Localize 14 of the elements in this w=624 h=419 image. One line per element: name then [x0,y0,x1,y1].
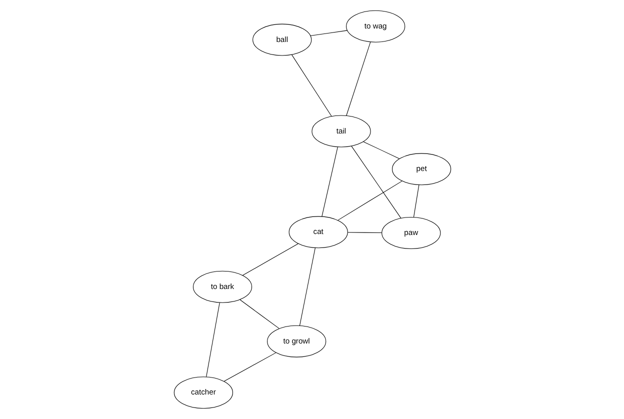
connector [310,30,348,36]
connector [346,42,370,116]
connector [346,232,382,233]
connector [337,180,402,221]
connector [223,352,276,382]
connector [239,299,279,329]
connector [350,146,401,218]
connector [206,302,220,378]
connector [298,248,315,326]
connector [362,141,400,159]
connector [321,146,338,217]
connector [290,54,332,117]
connector [412,184,419,218]
connector [242,243,298,276]
